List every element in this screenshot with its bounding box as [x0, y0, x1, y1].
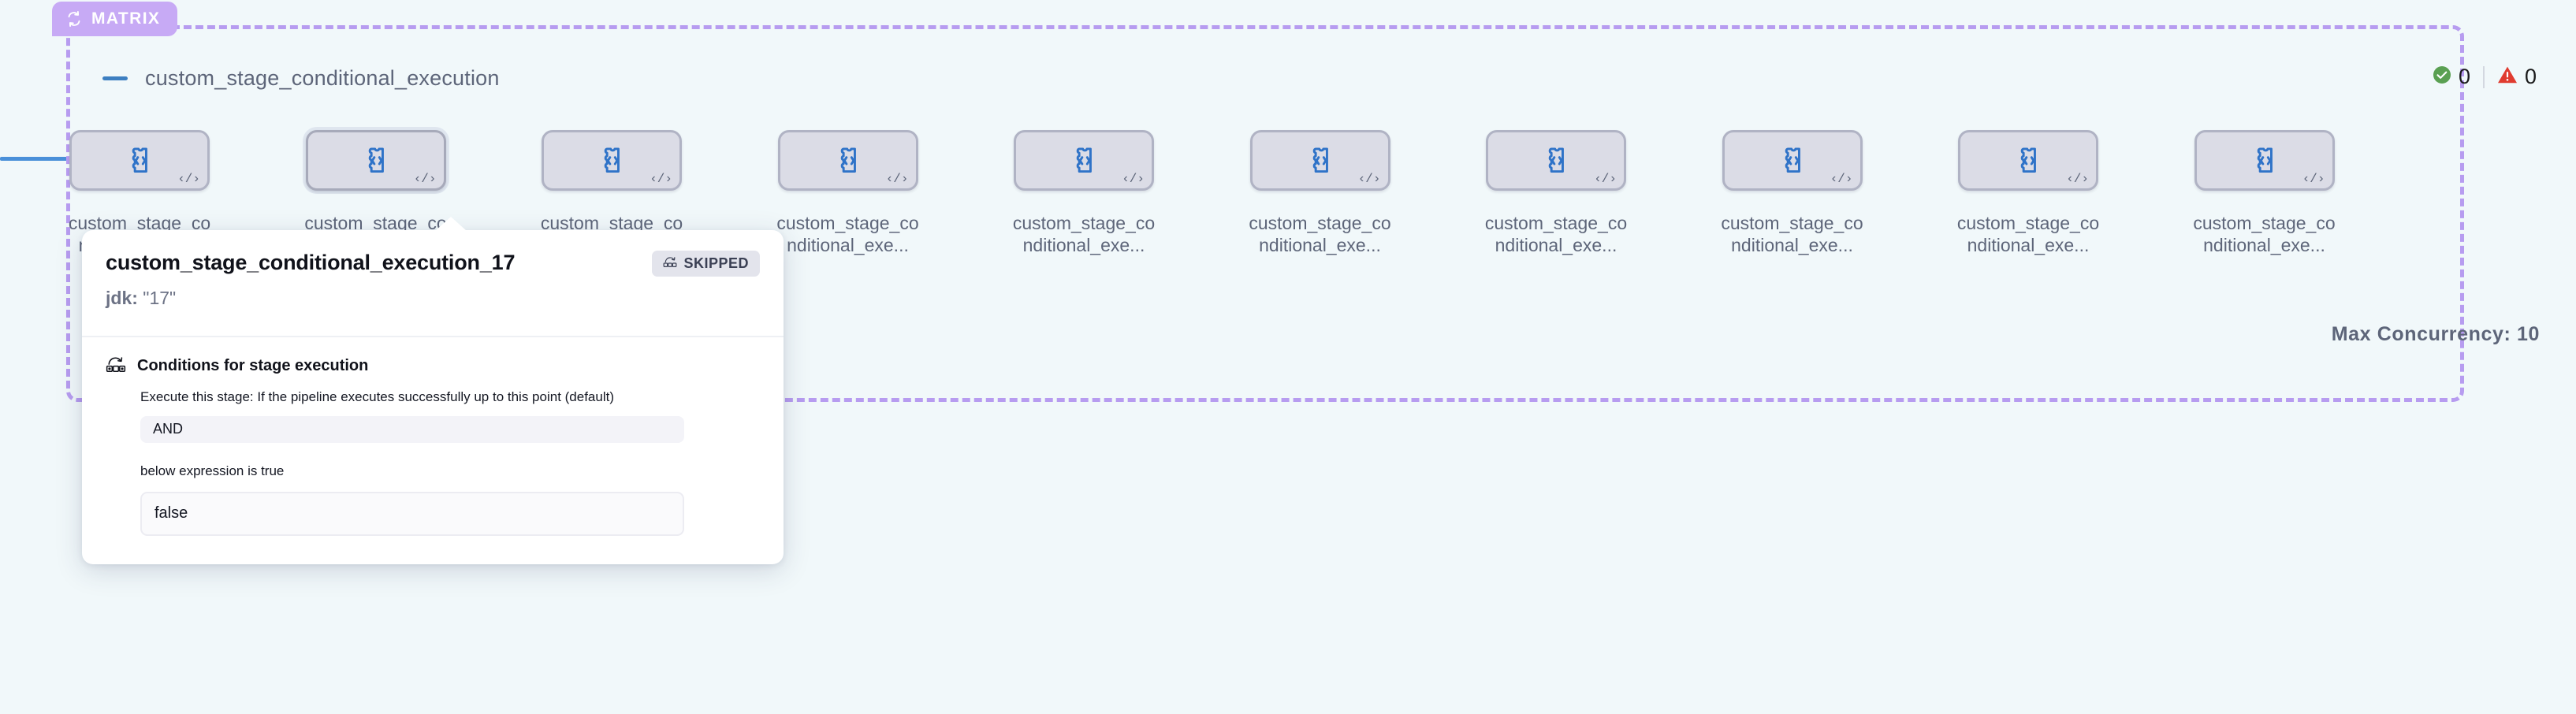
code-icon: ‹/›: [1830, 172, 1853, 186]
matrix-node-box[interactable]: ‹/›: [1722, 130, 1863, 191]
page-title: custom_stage_conditional_execution: [145, 66, 500, 90]
matrix-group-header: custom_stage_conditional_execution: [102, 66, 500, 91]
code-icon: ‹/›: [1357, 172, 1381, 186]
tooltip-parameter-key: jdk:: [106, 288, 138, 308]
matrix-node[interactable]: ‹/› custom_stage_conditional_exe...: [2182, 130, 2347, 256]
matrix-node-label: custom_stage_conditional_exe...: [1012, 213, 1156, 255]
warning-count: 0: [2524, 65, 2537, 88]
status-counters: 0 0: [2433, 65, 2537, 89]
tooltip-arrow: [435, 217, 467, 231]
code-icon: ‹/›: [1122, 172, 1145, 186]
status-badge-label: SKIPPED: [683, 255, 749, 271]
counter-divider: [2482, 65, 2485, 88]
matrix-node[interactable]: ‹/› custom_stage_conditional_exe...: [1238, 130, 1403, 256]
matrix-node-box[interactable]: ‹/›: [1014, 130, 1154, 191]
matrix-node-box[interactable]: ‹/›: [1249, 130, 1390, 191]
matrix-node-box[interactable]: ‹/›: [542, 130, 682, 191]
matrix-node-box[interactable]: ‹/›: [1958, 130, 2098, 191]
matrix-node-label: custom_stage_conditional_exe...: [1249, 213, 1391, 255]
skip-steps-icon: [106, 355, 126, 377]
code-icon: ‹/›: [177, 172, 200, 186]
matrix-node-label: custom_stage_conditional_exe...: [776, 213, 919, 255]
matrix-node-box[interactable]: ‹/›: [777, 130, 918, 191]
code-icon: ‹/›: [2066, 172, 2089, 186]
check-circle-icon: [2433, 65, 2451, 88]
matrix-node[interactable]: ‹/› custom_stage_conditional_exe...: [1710, 130, 1875, 256]
code-icon: ‹/›: [1594, 172, 1617, 186]
matrix-node-box[interactable]: ‹/›: [1486, 130, 1626, 191]
code-icon: ‹/›: [885, 172, 909, 186]
matrix-nodes-row: ‹/› custom_stage_conditional_exe... ‹/› cus…: [66, 130, 2464, 335]
tooltip-header: custom_stage_conditional_execution_17 SK…: [82, 230, 784, 277]
stage-detail-tooltip: custom_stage_conditional_execution_17 SK…: [82, 217, 784, 564]
matrix-node[interactable]: ‹/› custom_stage_conditional_exe...: [1945, 130, 2111, 256]
status-badge: SKIPPED: [652, 251, 760, 277]
matrix-node-box[interactable]: ‹/›: [2194, 130, 2335, 191]
loop-icon: [65, 9, 84, 28]
warning-counter: 0: [2497, 65, 2537, 89]
matrix-node[interactable]: ‹/› custom_stage_conditional_exe...: [1001, 130, 1167, 256]
matrix-node-label: custom_stage_conditional_exe...: [1484, 213, 1628, 255]
condition-operator-pill: AND: [140, 415, 684, 443]
matrix-node-label: custom_stage_conditional_exe...: [1956, 213, 2100, 255]
matrix-node-label: custom_stage_conditional_exe...: [2193, 213, 2336, 255]
matrix-node-label: custom_stage_conditional_exe...: [1721, 213, 1863, 255]
matrix-node[interactable]: ‹/› custom_stage_conditional_exe...: [765, 130, 931, 256]
tooltip-body: Conditions for stage execution Execute t…: [82, 337, 784, 564]
max-concurrency-label: Max Concurrency: 10: [2331, 323, 2540, 345]
code-icon: ‹/›: [2302, 172, 2325, 186]
tooltip-title: custom_stage_conditional_execution_17: [106, 251, 516, 274]
success-counter: 0: [2433, 65, 2470, 89]
conditions-description: Execute this stage: If the pipeline exec…: [140, 389, 615, 404]
success-count: 0: [2458, 65, 2470, 88]
matrix-node[interactable]: ‹/› custom_stage_conditional_exe...: [1473, 130, 1639, 256]
warning-triangle-icon: [2497, 65, 2518, 88]
tooltip-parameter: jdk: "17": [82, 277, 784, 309]
matrix-badge[interactable]: MATRIX: [52, 2, 178, 36]
code-icon: ‹/›: [413, 172, 437, 186]
matrix-node-box[interactable]: ‹/›: [69, 130, 210, 191]
minus-icon[interactable]: [102, 76, 128, 80]
tooltip-divider: [82, 336, 784, 337]
conditions-section-title: Conditions for stage execution: [137, 357, 369, 374]
conditions-section-header: Conditions for stage execution: [106, 355, 760, 377]
matrix-badge-label: MATRIX: [91, 9, 161, 28]
tooltip-parameter-value: "17": [143, 288, 177, 308]
matrix-node-box[interactable]: ‹/›: [305, 130, 446, 191]
condition-expression-box: false: [140, 491, 684, 536]
incoming-edge-connector: [0, 157, 68, 161]
skip-steps-icon: [663, 255, 677, 272]
code-icon: ‹/›: [650, 172, 672, 186]
condition-note: below expression is true: [140, 463, 285, 478]
